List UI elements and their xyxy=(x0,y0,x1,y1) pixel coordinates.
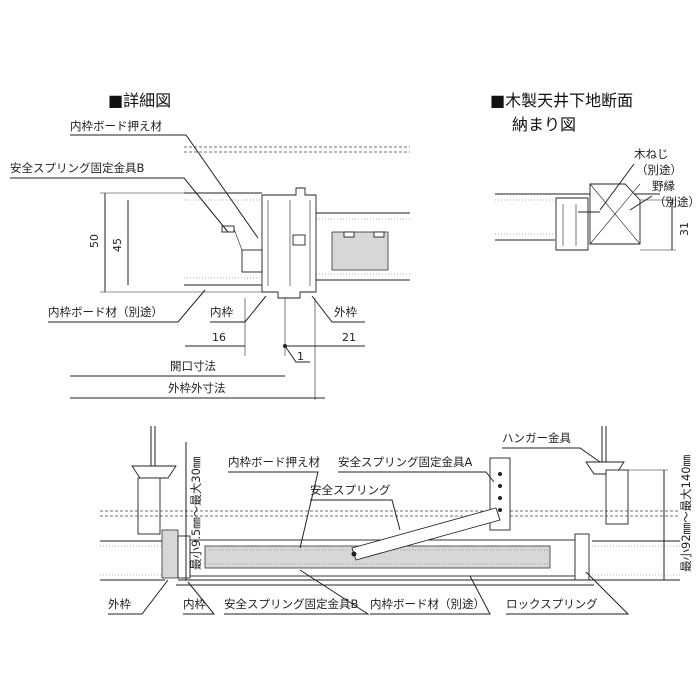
label-lock-spring: ロックスプリング xyxy=(506,597,598,611)
label-wood-screw: 木ねじ xyxy=(634,147,669,161)
label-inner-board: 内枠ボード材（別途） xyxy=(48,305,163,319)
label-range-right: 最小92㎜～最大140㎜ xyxy=(679,454,693,572)
frame-profile xyxy=(221,187,389,299)
label-opening-size: 開口寸法 xyxy=(170,359,216,373)
label-inner-board-retainer: 内枠ボード押え材 xyxy=(70,119,162,133)
label-separate-2: （別途） xyxy=(654,195,700,209)
label-range-left: 最小9.5㎜～最大30㎜ xyxy=(189,456,203,570)
wood-ceiling-section: ■木製天井下地断面 納まり図 木ねじ （別途） 野縁 （別途） 31 xyxy=(490,91,700,251)
outer-frame-left xyxy=(161,529,179,579)
detail-drawing: ■詳細図 50 xyxy=(10,91,410,400)
dim-1: 1 xyxy=(297,350,304,363)
dim-16: 16 xyxy=(212,331,226,344)
label-furring: 野縁 xyxy=(652,179,675,193)
label-inner-frame: 内枠 xyxy=(210,305,233,319)
right-channel xyxy=(605,469,629,525)
label-safety-spring: 安全スプリング xyxy=(310,483,391,497)
ceiling-title-2: 納まり図 xyxy=(512,115,576,134)
left-hanger-clip xyxy=(131,465,177,479)
label-separate-1: （別途） xyxy=(636,163,682,177)
label-inner-frame-2: 内枠 xyxy=(183,597,206,611)
dim-31: 31 xyxy=(678,222,691,236)
label-outer-frame-size: 外枠外寸法 xyxy=(168,381,226,395)
detail-title: ■詳細図 xyxy=(108,91,171,110)
dim-45: 45 xyxy=(111,238,124,252)
label-safety-spring-bracket-b-2: 安全スプリング固定金具B xyxy=(224,597,358,611)
label-safety-spring-bracket-b: 安全スプリング固定金具B xyxy=(10,161,144,175)
dim-21: 21 xyxy=(342,331,356,344)
dim-50: 50 xyxy=(88,234,101,248)
label-inner-board-retainer-2: 内枠ボード押え材 xyxy=(228,455,320,469)
section-drawing: 最小9.5㎜～最大30㎜ 最小92㎜～最大140㎜ 内枠ボード押え材 安全スプリ… xyxy=(100,426,693,615)
ceiling-title-1: ■木製天井下地断面 xyxy=(490,91,633,110)
label-safety-spring-bracket-a: 安全スプリング固定金具A xyxy=(338,455,472,469)
left-channel xyxy=(137,477,161,535)
label-outer-frame: 外枠 xyxy=(334,305,357,319)
ceiling-frame xyxy=(555,197,589,251)
label-inner-board-2: 内枠ボード材（別途） xyxy=(370,597,485,611)
label-hanger-bracket: ハンガー金具 xyxy=(502,431,571,445)
label-outer-frame-2: 外枠 xyxy=(108,597,131,611)
